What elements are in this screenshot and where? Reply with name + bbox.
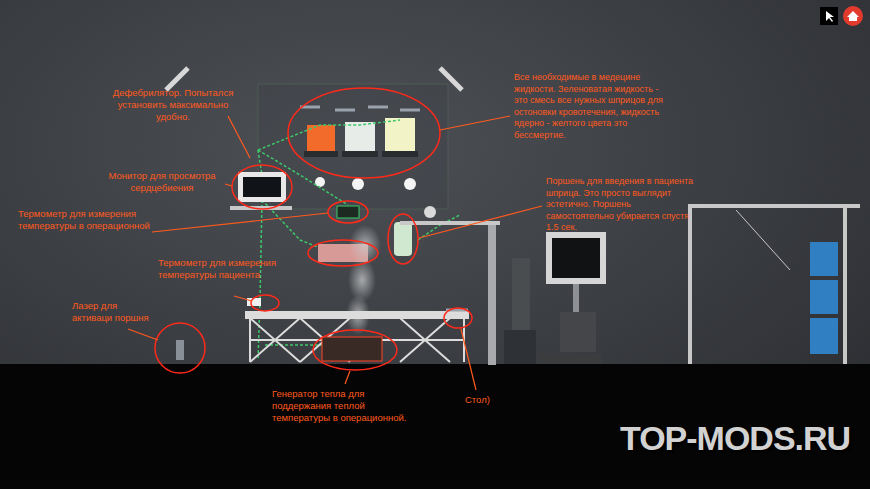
barrel — [810, 318, 838, 354]
syringe — [368, 106, 388, 109]
piston — [394, 222, 412, 256]
room-thermometer — [337, 206, 359, 218]
right-machine — [504, 232, 606, 364]
laser — [176, 340, 184, 360]
leader-line — [225, 184, 232, 186]
toolbar-icons — [820, 6, 863, 26]
pole — [488, 225, 496, 365]
leader-line — [234, 296, 252, 301]
liquid-container — [385, 118, 415, 151]
barrel — [810, 242, 838, 276]
syringe — [335, 109, 355, 112]
annotation-text: Генератор тепла для поддержания теплой т… — [272, 388, 424, 424]
highlight-ellipse — [251, 295, 279, 311]
light-bulb — [315, 177, 325, 187]
home-icon — [847, 11, 859, 21]
highlight-ellipse — [308, 240, 378, 266]
container-base — [382, 151, 418, 157]
leader-lines — [128, 116, 542, 390]
highlight-ellipse — [313, 330, 397, 370]
annotation-text: Стол) — [465, 394, 490, 406]
annotation-circles — [155, 88, 472, 373]
monitor-screen — [243, 177, 281, 197]
highlight-ellipse — [388, 214, 418, 264]
machine-box — [504, 330, 536, 364]
cabinet — [258, 84, 448, 209]
machine-body — [560, 312, 596, 352]
machine-stand — [573, 284, 579, 312]
barrel — [810, 280, 838, 314]
leader-line — [152, 213, 328, 232]
cable — [258, 120, 400, 150]
patient-thermometer — [247, 298, 261, 306]
highlight-ellipse — [444, 308, 472, 328]
monitor-frame — [238, 172, 286, 202]
container-base — [342, 151, 378, 157]
table-frame — [250, 318, 464, 362]
liquid-container — [345, 122, 375, 151]
leader-line — [345, 371, 350, 384]
highlight-ellipse — [232, 165, 292, 209]
leader-line — [128, 329, 158, 340]
leader-line — [440, 116, 510, 130]
highlight-ellipse — [155, 323, 205, 373]
leader-line — [228, 116, 250, 158]
annotation-text: Дефебрилятор. Попытался установить макси… — [112, 87, 234, 123]
container-base — [304, 151, 338, 157]
light-bulb — [352, 178, 364, 190]
syringe — [400, 109, 420, 112]
home-button — [843, 6, 863, 26]
light-bulb — [404, 178, 416, 190]
right-rig — [688, 204, 860, 364]
cable — [258, 150, 262, 175]
annotation-text: Все необходимые в медецине жидкости. Зел… — [514, 72, 674, 141]
cursor-button — [820, 7, 838, 25]
annotation-text: Поршень для введения в пациента шприца. … — [546, 176, 696, 234]
rig-post — [688, 204, 692, 364]
glass-cabinet — [258, 84, 448, 209]
rig-beam — [688, 204, 860, 208]
machine-base — [540, 354, 602, 364]
watermark: TOP-MODS.RU — [620, 418, 850, 458]
table-top — [246, 312, 468, 318]
ceiling-lamp — [166, 68, 188, 90]
annotation-text: Термометр для измерения температуры в оп… — [18, 208, 150, 232]
rig-post — [843, 204, 847, 364]
rig-rope — [736, 210, 790, 270]
heart-monitor — [230, 172, 292, 210]
leader-line — [419, 206, 542, 238]
leader-line — [461, 329, 476, 390]
piston-motor — [424, 206, 436, 218]
annotation-text: Термометр для измерения температуры паци… — [158, 257, 282, 281]
annotation-text: Монитор для просмотра сердцебиения — [100, 170, 224, 194]
machine-frame — [546, 232, 606, 284]
highlight-ellipse — [288, 88, 440, 178]
ground — [0, 364, 870, 489]
highlight-ellipse — [328, 201, 368, 223]
machine-screen — [552, 238, 600, 278]
heat-generator — [322, 337, 382, 361]
annotation-text: Лазер для активаци поршня — [72, 300, 158, 324]
cursor-icon — [826, 11, 834, 22]
